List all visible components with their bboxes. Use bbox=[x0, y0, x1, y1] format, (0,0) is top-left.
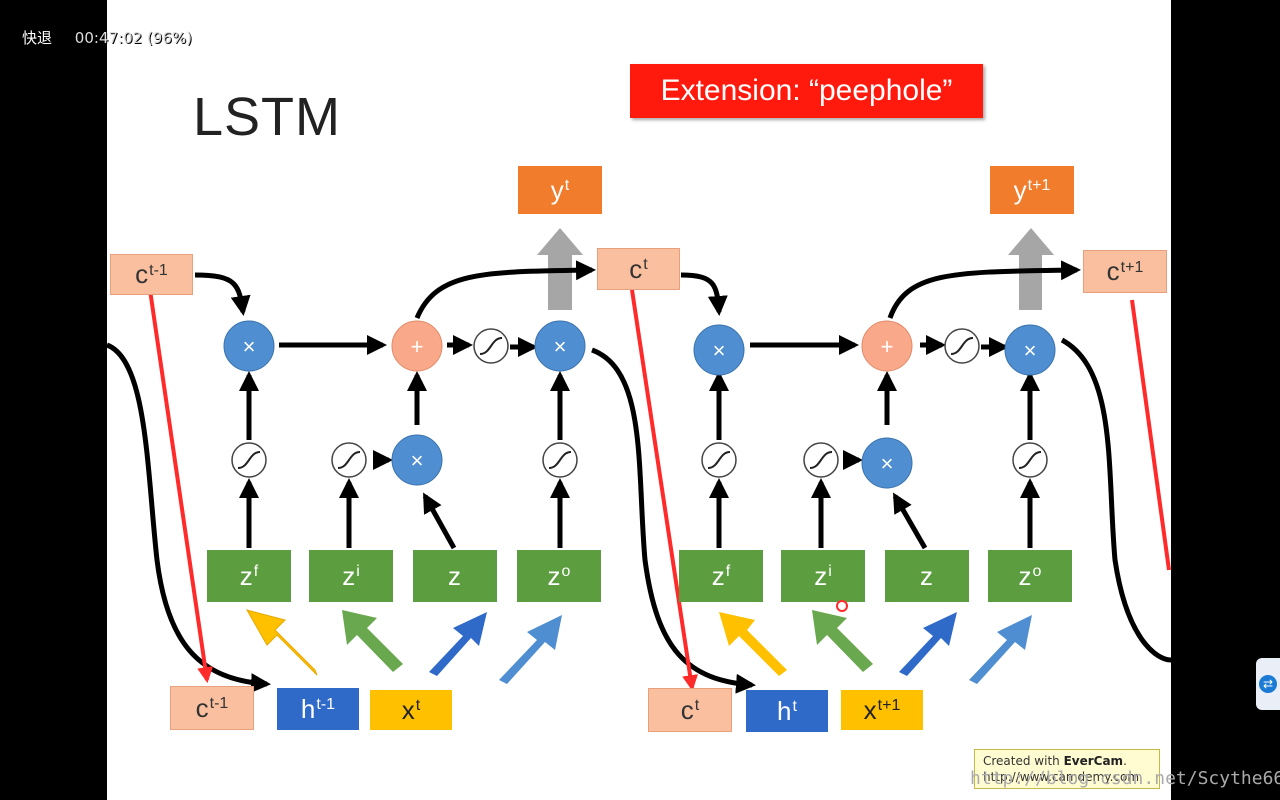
peephole-arrow-1 bbox=[148, 289, 214, 684]
input-arrow-blue-2 bbox=[899, 612, 957, 676]
evercam-suffix: . bbox=[1123, 754, 1127, 768]
watermark: http://blog.csdn.net/Scythe666 bbox=[970, 768, 1280, 789]
input-arrow-green-2 bbox=[812, 610, 873, 672]
multiply-symbol: × bbox=[713, 338, 726, 363]
input-arrow-lightblue-2 bbox=[969, 615, 1032, 684]
evercam-prefix: Created with bbox=[983, 754, 1064, 768]
teamviewer-button[interactable]: ⇄ bbox=[1256, 658, 1280, 710]
player-hud: 快退 00:47:02 (96%) bbox=[22, 27, 192, 48]
input-arrow-lightblue-1 bbox=[499, 615, 562, 684]
input-arrow-green-1 bbox=[342, 610, 403, 672]
evercam-url: http://www.camdemy.com bbox=[983, 770, 1140, 784]
cursor-marker-icon bbox=[836, 600, 848, 612]
speed-label: 快退 bbox=[22, 29, 53, 47]
evercam-badge: Created with EverCam. http://www.camdemy… bbox=[974, 749, 1160, 789]
multiply-symbol: × bbox=[243, 334, 256, 359]
slide-title: LSTM bbox=[193, 87, 342, 147]
multiply-symbol: × bbox=[411, 448, 424, 473]
teamviewer-icon: ⇄ bbox=[1259, 675, 1277, 693]
peephole-arrow-3 bbox=[1130, 299, 1171, 571]
evercam-brand: EverCam bbox=[1063, 754, 1124, 768]
z1-box: z bbox=[413, 550, 497, 602]
lstm-diagram: × + × × × + × × bbox=[107, 228, 1171, 694]
plus-symbol: + bbox=[881, 334, 894, 359]
z2-box: z bbox=[885, 550, 969, 602]
peephole-arrow-2 bbox=[630, 289, 699, 692]
extension-banner: Extension: “peephole” bbox=[630, 64, 983, 118]
multiply-symbol: × bbox=[881, 451, 894, 476]
input-arrow-yellow-1 bbox=[245, 609, 318, 676]
multiply-symbol: × bbox=[1024, 338, 1037, 363]
slide: LSTM Extension: “peephole” bbox=[107, 0, 1171, 800]
plus-symbol: + bbox=[411, 334, 424, 359]
multiply-symbol: × bbox=[554, 334, 567, 359]
playback-time: 00:47:02 (96%) bbox=[74, 29, 192, 47]
input-arrow-blue-1 bbox=[429, 612, 487, 676]
input-arrow-yellow-2 bbox=[719, 612, 787, 676]
sigmoid-icon bbox=[237, 337, 1042, 469]
